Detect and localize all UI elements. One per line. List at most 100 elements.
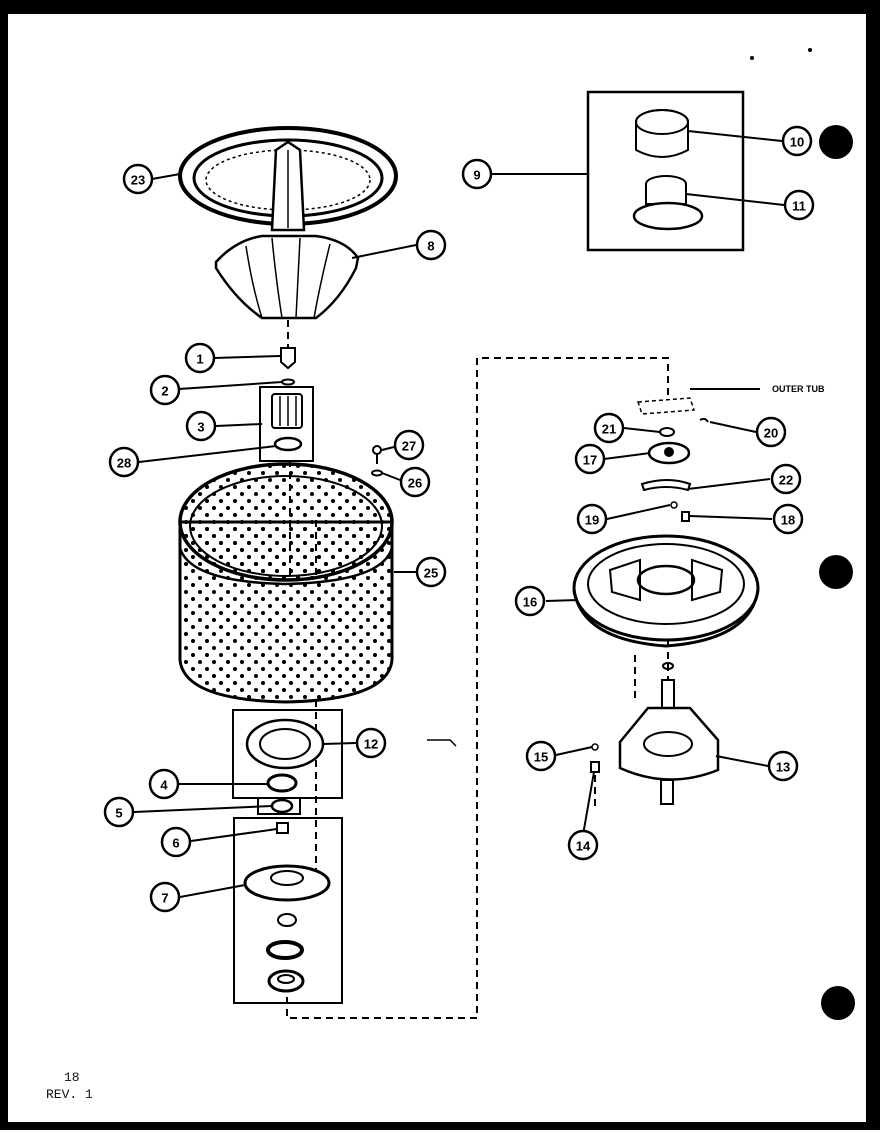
callouts: 1234567891011121314151617181920212223252…	[103, 125, 815, 913]
callout-25: 25	[415, 556, 447, 588]
lower-seal-kit	[232, 709, 457, 1004]
callout-number: 15	[534, 750, 548, 765]
callout-number: 11	[792, 199, 806, 214]
callout-18: 18	[772, 503, 804, 535]
callout-circle	[781, 125, 813, 157]
callout-14: 14	[567, 829, 599, 861]
callout-15: 15	[525, 740, 557, 772]
callout-4: 4	[148, 768, 180, 800]
callout-3: 3	[185, 410, 217, 442]
callout-20: 20	[755, 416, 787, 448]
callout-26: 26	[399, 466, 431, 498]
callout-2: 2	[149, 374, 181, 406]
speck	[808, 48, 812, 52]
callout-circle	[576, 503, 608, 535]
callout-circle	[514, 585, 546, 617]
callout-6: 6	[160, 826, 192, 858]
callout-circle	[108, 446, 140, 478]
callout-5: 5	[103, 796, 135, 828]
callout-number: 2	[161, 384, 168, 399]
callout-number: 17	[583, 453, 597, 468]
callout-27: 27	[393, 429, 425, 461]
callout-circle	[415, 556, 447, 588]
callout-21: 21	[593, 412, 625, 444]
callout-circle	[461, 158, 493, 190]
callout-19: 19	[576, 503, 608, 535]
callout-circle	[355, 727, 387, 759]
callout-circle	[755, 416, 787, 448]
callout-circle	[574, 443, 606, 475]
callout-number: 14	[576, 839, 591, 854]
callout-number: 12	[364, 737, 378, 752]
callout-circle	[525, 740, 557, 772]
binder-hole	[819, 125, 853, 159]
callout-circle	[393, 429, 425, 461]
callout-number: 4	[160, 778, 168, 793]
callout-number: 7	[161, 891, 168, 906]
callout-circle	[593, 412, 625, 444]
callout-16: 16	[514, 585, 546, 617]
callout-number: 10	[790, 135, 804, 150]
callout-number: 13	[776, 760, 790, 775]
callout-23: 23	[122, 163, 154, 195]
callout-17: 17	[574, 443, 606, 475]
callout-circle	[399, 466, 431, 498]
page-number: 18	[64, 1070, 80, 1085]
callout-13: 13	[767, 750, 799, 782]
callout-circle	[567, 829, 599, 861]
callout-number: 3	[197, 420, 204, 435]
callout-number: 16	[523, 595, 537, 610]
callout-number: 28	[117, 456, 131, 471]
agitator-hardware	[259, 347, 383, 477]
callout-number: 26	[408, 476, 422, 491]
outer-tub-label: OUTER TUB	[772, 384, 825, 394]
callout-number: 23	[131, 173, 145, 188]
agitator-assembly	[178, 126, 398, 320]
callout-11: 11	[783, 189, 815, 221]
callout-12: 12	[355, 727, 387, 759]
callout-circle	[185, 410, 217, 442]
speck	[750, 56, 754, 60]
callout-circle	[783, 189, 815, 221]
callout-9: 9	[461, 158, 493, 190]
drive-hub-assembly	[572, 388, 760, 805]
callout-number: 20	[764, 426, 778, 441]
callout-28: 28	[108, 446, 140, 478]
callout-circle	[184, 342, 216, 374]
callout-circle	[103, 796, 135, 828]
callout-1: 1	[184, 342, 216, 374]
callout-number: 6	[172, 836, 179, 851]
item-9-kit	[586, 90, 745, 252]
callout-circle	[770, 463, 802, 495]
callout-circle	[772, 503, 804, 535]
callout-number: 25	[424, 566, 438, 581]
callout-7: 7	[149, 881, 181, 913]
callout-circle	[148, 768, 180, 800]
callout-circle	[160, 826, 192, 858]
callout-number: 22	[779, 473, 793, 488]
callout-number: 19	[585, 513, 599, 528]
callout-circle	[767, 750, 799, 782]
callout-circle	[149, 881, 181, 913]
callout-number: 18	[781, 513, 795, 528]
callout-number: 9	[473, 168, 480, 183]
callout-number: 1	[196, 352, 203, 367]
binder-hole	[821, 986, 855, 1020]
callout-10: 10	[781, 125, 813, 157]
revision-label: REV. 1	[46, 1087, 93, 1102]
spin-basket	[178, 462, 394, 704]
callout-circle	[122, 163, 154, 195]
leader-lines	[133, 130, 785, 898]
callout-number: 5	[115, 806, 122, 821]
binder-hole	[819, 555, 853, 589]
callout-22: 22	[770, 463, 802, 495]
callout-circle	[415, 229, 447, 261]
callout-number: 27	[402, 439, 416, 454]
callout-number: 21	[602, 422, 616, 437]
callout-circle	[149, 374, 181, 406]
callout-number: 8	[427, 239, 434, 254]
callout-8: 8	[415, 229, 447, 261]
